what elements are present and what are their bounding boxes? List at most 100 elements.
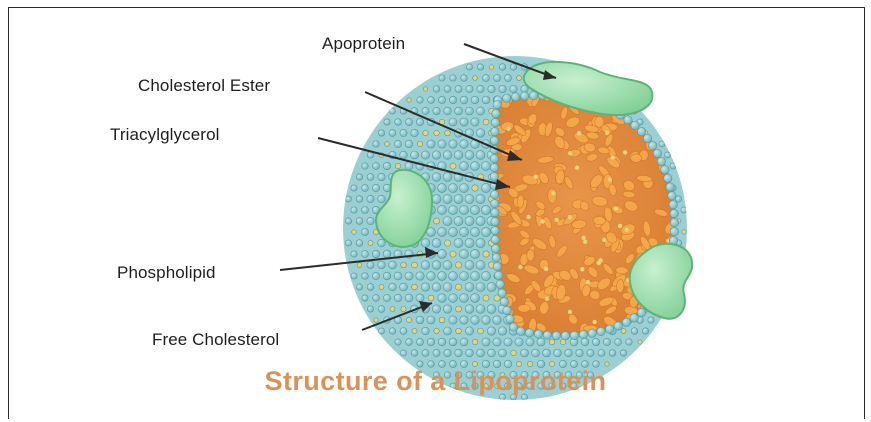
free-cholesterol-bead bbox=[682, 230, 686, 234]
ester-bead bbox=[575, 166, 579, 170]
phospholipid-bead bbox=[356, 174, 362, 180]
phospholipid-bead bbox=[400, 328, 407, 335]
phospholipid-bead bbox=[416, 338, 423, 345]
phospholipid-bead bbox=[438, 140, 446, 148]
phospholipid-bead bbox=[356, 284, 362, 290]
phospholipid-bead bbox=[466, 64, 472, 70]
phospholipid-bead bbox=[493, 316, 502, 325]
phospholipid-bead bbox=[471, 316, 480, 325]
phospholipid-bead bbox=[362, 295, 368, 301]
phospholipid-bead bbox=[581, 338, 589, 346]
phospholipid-bead bbox=[438, 250, 447, 259]
phospholipid-bead bbox=[432, 151, 440, 159]
phospholipid-bead bbox=[351, 251, 357, 257]
phospholipid-bead bbox=[356, 218, 363, 225]
phospholipid-bead bbox=[675, 196, 681, 202]
membrane-bead bbox=[552, 331, 560, 339]
phospholipid-bead bbox=[670, 163, 676, 169]
phospholipid-bead bbox=[659, 141, 665, 147]
phospholipid-bead bbox=[592, 338, 599, 345]
phospholipid-bead bbox=[394, 272, 402, 280]
membrane-bead bbox=[491, 235, 499, 243]
free-cholesterol-bead bbox=[395, 163, 400, 168]
ester-bead bbox=[545, 297, 549, 301]
free-cholesterol-bead bbox=[357, 263, 362, 268]
ester-bead bbox=[673, 114, 677, 118]
phospholipid-bead bbox=[450, 75, 457, 82]
phospholipid-bead bbox=[532, 349, 540, 357]
phospholipid-bead bbox=[400, 283, 408, 291]
free-cholesterol-bead bbox=[368, 240, 373, 245]
ester-bead bbox=[568, 215, 572, 219]
free-cholesterol-bead bbox=[472, 339, 478, 345]
phospholipid-bead bbox=[411, 129, 419, 137]
phospholipid-bead bbox=[345, 218, 351, 224]
phospholipid-bead bbox=[488, 349, 496, 357]
phospholipid-bead bbox=[378, 306, 385, 313]
phospholipid-bead bbox=[460, 316, 468, 324]
phospholipid-bead bbox=[460, 272, 469, 281]
core-droplet bbox=[672, 151, 686, 159]
phospholipid-bead bbox=[504, 74, 511, 81]
phospholipid-bead bbox=[405, 162, 413, 170]
membrane-bead bbox=[637, 127, 645, 135]
phospholipid-bead bbox=[367, 217, 374, 224]
phospholipid-bead bbox=[454, 216, 463, 225]
phospholipid-bead bbox=[389, 283, 397, 291]
phospholipid-bead bbox=[476, 129, 485, 138]
ester-bead bbox=[605, 131, 609, 135]
free-cholesterol-bead bbox=[472, 185, 478, 191]
phospholipid-bead bbox=[361, 206, 368, 213]
ester-bead bbox=[611, 155, 615, 159]
phospholipid-bead bbox=[481, 271, 490, 280]
phospholipid-bead bbox=[433, 107, 440, 114]
phospholipid-bead bbox=[356, 196, 363, 203]
phospholipid-bead bbox=[421, 151, 429, 159]
phospholipid-bead bbox=[466, 85, 473, 92]
phospholipid-bead bbox=[664, 152, 670, 158]
ester-bead bbox=[580, 267, 584, 271]
phospholipid-bead bbox=[648, 317, 654, 323]
free-cholesterol-bead bbox=[379, 284, 384, 289]
phospholipid-bead bbox=[459, 227, 468, 236]
ester-bead bbox=[602, 238, 606, 242]
free-cholesterol-bead bbox=[473, 76, 478, 81]
phospholipid-bead bbox=[603, 338, 610, 345]
phospholipid-bead bbox=[395, 119, 402, 126]
phospholipid-bead bbox=[362, 251, 369, 258]
free-cholesterol-bead bbox=[428, 295, 434, 301]
free-cholesterol-bead bbox=[374, 318, 378, 322]
phospholipid-bead bbox=[432, 239, 441, 248]
phospholipid-bead bbox=[378, 195, 386, 203]
phospholipid-bead bbox=[438, 184, 447, 193]
core-droplet bbox=[631, 154, 642, 162]
free-cholesterol-bead bbox=[423, 87, 427, 91]
phospholipid-bead bbox=[576, 349, 583, 356]
membrane-bead bbox=[512, 93, 520, 101]
phospholipid-bead bbox=[400, 129, 407, 136]
phospholipid-bead bbox=[416, 118, 423, 125]
ester-bead bbox=[540, 219, 544, 223]
phospholipid-bead bbox=[416, 294, 424, 302]
phospholipid-bead bbox=[432, 173, 441, 182]
phospholipid-bead bbox=[345, 240, 351, 246]
phospholipid-bead bbox=[405, 140, 413, 148]
ester-bead bbox=[526, 215, 530, 219]
ester-bead bbox=[608, 177, 612, 181]
free-cholesterol-bead bbox=[450, 251, 456, 257]
phospholipid-bead bbox=[476, 151, 485, 160]
phospholipid-bead bbox=[482, 316, 491, 325]
phospholipid-bead bbox=[493, 74, 500, 81]
phospholipid-bead bbox=[465, 283, 474, 292]
membrane-bead bbox=[670, 209, 678, 217]
phospholipid-bead bbox=[416, 272, 424, 280]
diagram-title: Structure of a Lipoprotein bbox=[0, 366, 871, 397]
phospholipid-bead bbox=[367, 174, 374, 181]
phospholipid-bead bbox=[417, 97, 424, 104]
free-cholesterol-bead bbox=[455, 284, 461, 290]
phospholipid-bead bbox=[465, 305, 474, 314]
phospholipid-bead bbox=[438, 338, 446, 346]
phospholipid-bead bbox=[504, 338, 512, 346]
phospholipid-bead bbox=[681, 207, 687, 213]
phospholipid-bead bbox=[477, 64, 483, 70]
